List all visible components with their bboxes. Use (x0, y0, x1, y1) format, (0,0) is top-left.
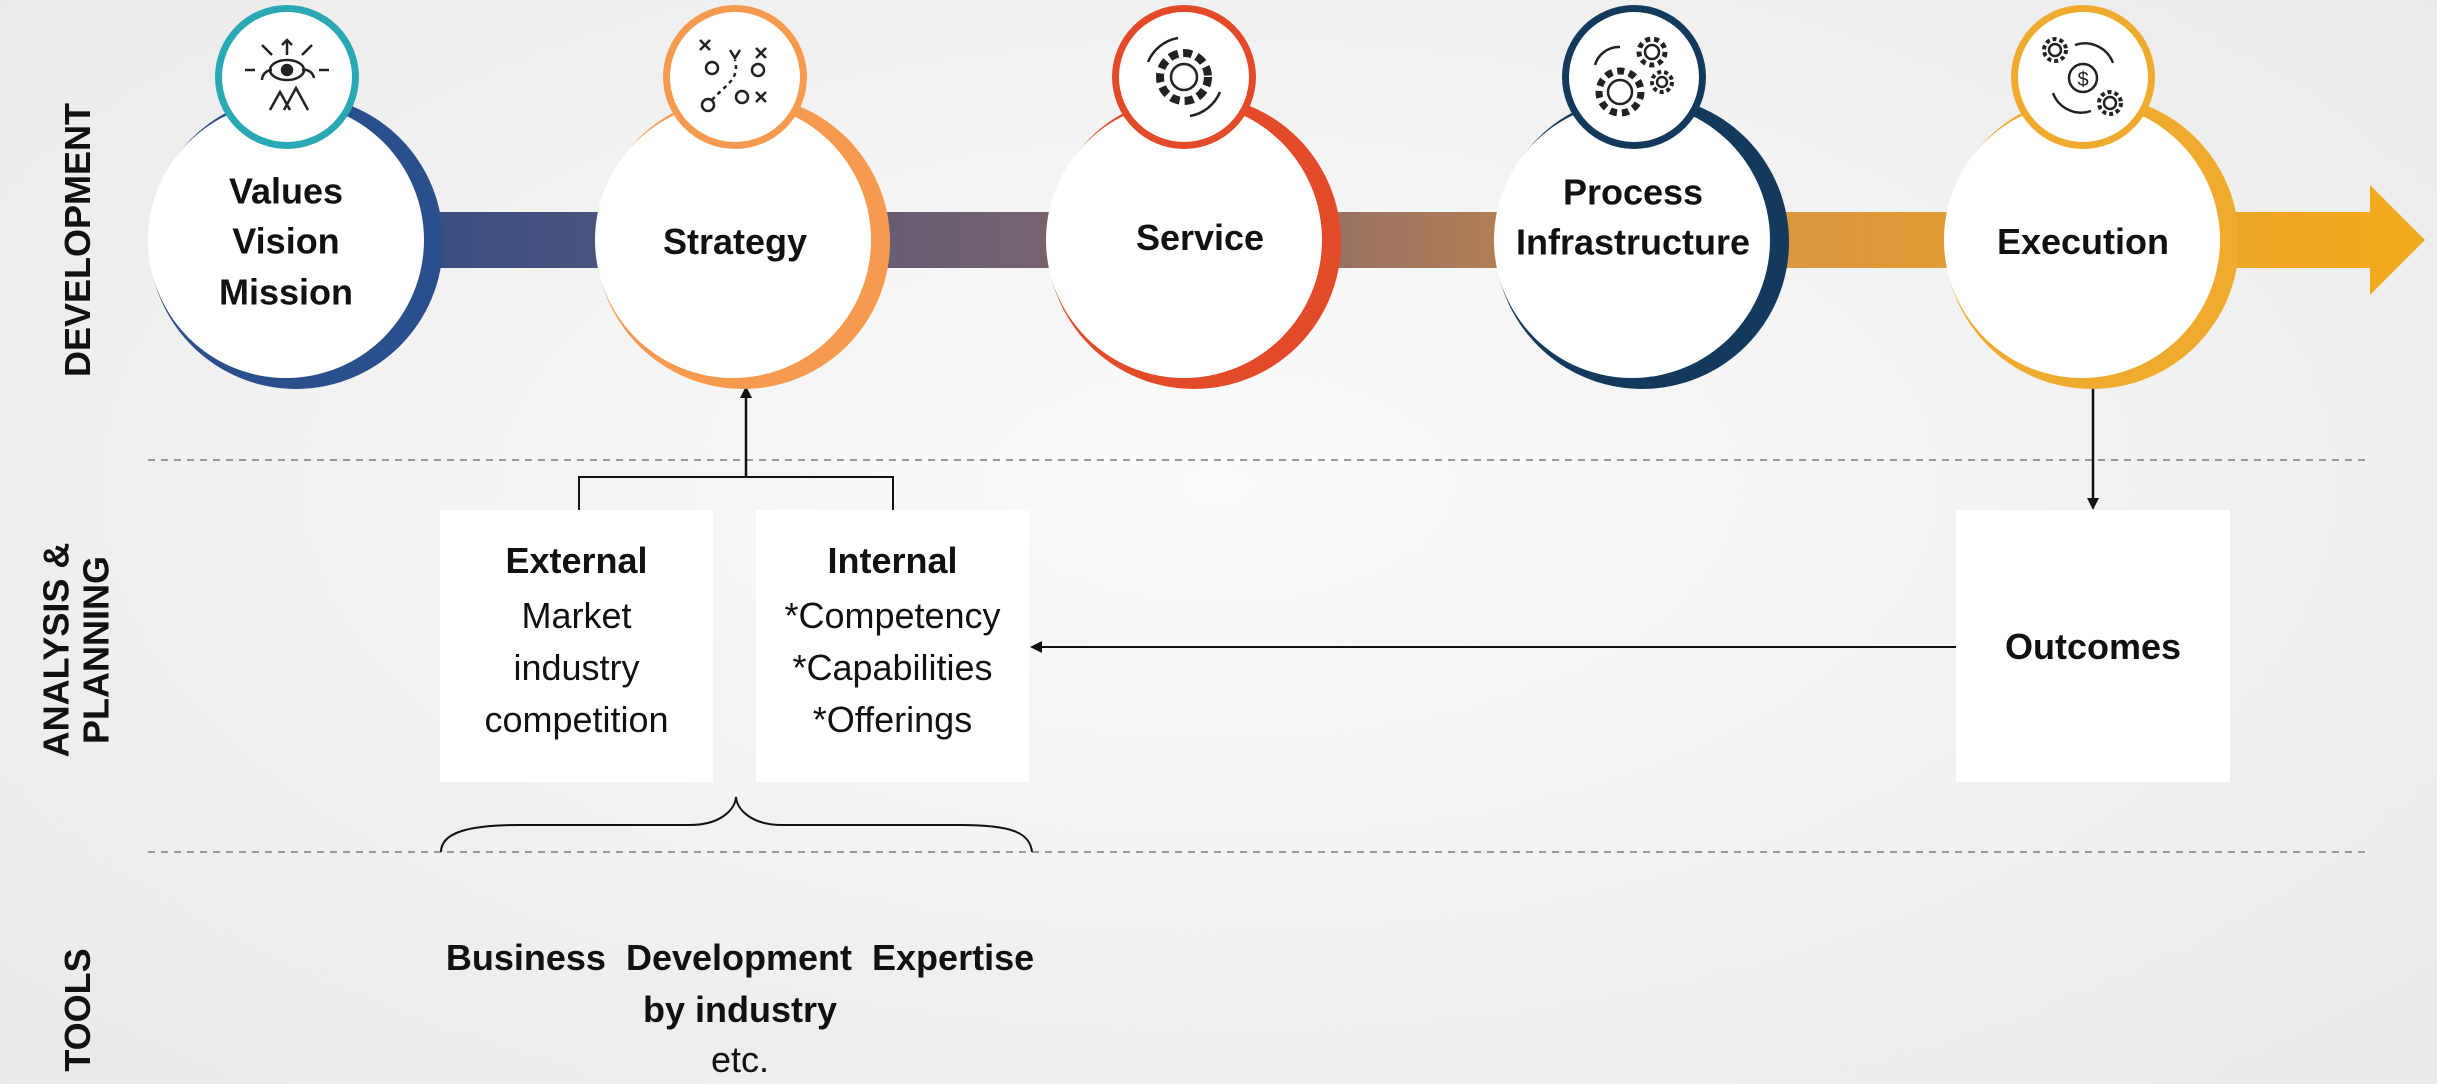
stage-strategy-line1: Strategy (662, 220, 808, 262)
stage-service-label: Service (1136, 213, 1264, 263)
section-tools-label: TOOLS (57, 948, 99, 1072)
tools-text: Business Development Expertise by indust… (420, 932, 1060, 1084)
external-line-2: industry (513, 647, 640, 688)
flow-arrow-head (2370, 185, 2425, 295)
curly-brace (440, 796, 1033, 853)
external-box: External Market industry competition (440, 510, 713, 782)
stage-process-line1: Process (1562, 171, 1704, 213)
stage-execution-label: Execution (1997, 217, 2169, 267)
stage-values-line2: Vision (232, 220, 340, 262)
gear-icon (1112, 5, 1256, 149)
bracket-connector (578, 476, 894, 510)
gears-icon (1562, 5, 1706, 149)
external-title: External (505, 540, 648, 581)
stage-values-line3: Mission (218, 271, 354, 313)
section-analysis-line1: ANALYSIS & (35, 542, 77, 758)
stage-process-circle (1494, 95, 1789, 389)
stage-strategy-circle (595, 95, 890, 389)
stage-values-circle (148, 95, 443, 389)
stage-process-line2: Infrastructure (1515, 222, 1751, 263)
section-development-label: DEVELOPMENT (57, 102, 99, 378)
section-analysis-line2: PLANNING (75, 556, 116, 744)
tools-line-2: by industry (642, 989, 838, 1030)
stage-service-line1: Service (1135, 216, 1265, 258)
money-cycle-icon: $ (2011, 5, 2155, 149)
tools-line-1: Business Development Expertise (445, 937, 1035, 978)
section-analysis-label: ANALYSIS & PLANNING (35, 542, 116, 758)
vision-icon (215, 5, 359, 149)
internal-box: Internal *Competency *Capabilities *Offe… (756, 510, 1029, 782)
stage-service-circle (1046, 95, 1341, 389)
outcomes-title: Outcomes (2004, 626, 2182, 667)
external-line-3: competition (484, 699, 669, 740)
internal-line-1: *Competency (784, 595, 1001, 636)
tools-line-3: etc. (710, 1039, 770, 1080)
stage-strategy-label: Strategy (663, 217, 807, 267)
outcomes-box: Outcomes (1956, 510, 2230, 782)
internal-line-2: *Capabilities (792, 647, 993, 688)
strategy-icon (663, 5, 807, 149)
stage-process-label: Process Infrastructure (1516, 168, 1750, 269)
svg-text:$: $ (2077, 69, 2088, 91)
internal-title: Internal (827, 540, 958, 581)
stage-values-label: Values Vision Mission (219, 166, 353, 317)
stage-execution-circle (1944, 95, 2239, 389)
stage-execution-line1: Execution (1996, 220, 2170, 262)
stage-values-line1: Values (228, 170, 344, 212)
internal-line-3: *Offerings (812, 699, 973, 740)
external-line-1: Market (521, 595, 632, 636)
